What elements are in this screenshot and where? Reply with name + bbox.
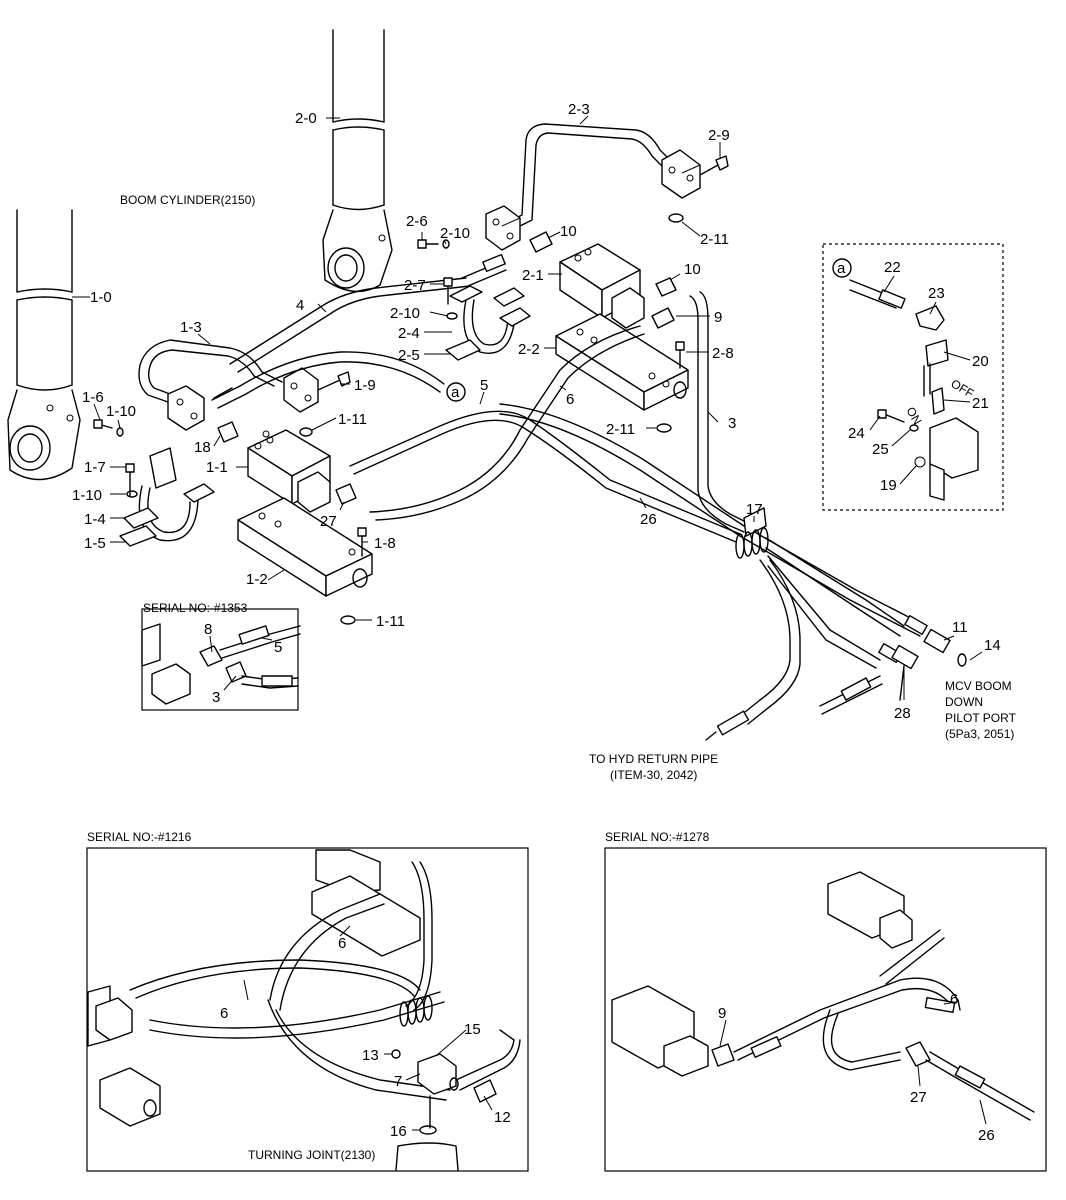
mcv-label-4: (5Pa3, 2051) [945,727,1014,741]
serial-1216-inset [86,847,529,1172]
part-1-9: 1-9 [354,377,376,394]
part-18: 18 [194,439,211,456]
inset-1216-part-16: 16 [390,1123,407,1140]
inset-1353-part-8: 8 [204,621,212,638]
part-2-2: 2-2 [518,341,540,358]
part-11: 11 [952,619,968,636]
valve-2-1 [555,243,689,411]
pipe-1-3 [138,339,351,431]
part-24: 24 [848,425,865,442]
part-1-0: 1-0 [90,289,112,306]
serial-1278-title: SERIAL NO:-#1278 [605,830,710,844]
part-9: 9 [714,309,722,326]
inset-1278-part-6: 6 [950,991,958,1008]
part-2-1: 2-1 [522,267,544,284]
part-28: 28 [894,705,911,722]
part-1-5: 1-5 [84,535,106,552]
text-labels: BOOM CYLINDER(2150) TO HYD RETURN PIPE (… [72,101,1017,1162]
part-21: 21 [972,395,989,412]
return-pipe-label: TO HYD RETURN PIPE [589,752,718,766]
fittings [217,213,684,505]
mcv-label-1: MCV BOOM [945,679,1012,693]
pipe-4 [229,253,507,373]
hose-5-6-26 [349,291,967,741]
boom-cylinder-right [322,29,393,293]
part-2-0: 2-0 [295,110,317,127]
inset-1216-part-6-a: 6 [338,935,346,952]
part-27: 27 [320,513,337,530]
turning-joint-label: TURNING JOINT(2130) [248,1148,375,1162]
serial-1353-inset [141,608,301,711]
return-pipe-item-label: (ITEM-30, 2042) [610,768,697,782]
mcv-label-3: PILOT PORT [945,711,1017,725]
detail-a-box: OFF ON a [822,243,1004,511]
part-26: 26 [640,511,657,528]
part-1-8: 1-8 [374,535,396,552]
inset-1278-part-27: 27 [910,1089,927,1106]
part-2-10-b: 2-10 [390,305,420,322]
part-1-7: 1-7 [84,459,106,476]
part-19: 19 [880,477,897,494]
part-1-11-a: 1-11 [338,411,367,428]
serial-1216-title: SERIAL NO:-#1216 [87,830,192,844]
clamp-1-4 [93,419,215,547]
serial-1353-title: SERIAL NO:-#1353 [143,601,248,615]
serial-1278-inset [604,847,1047,1172]
leader-lines [72,115,987,1131]
inset-1216-part-12: 12 [494,1109,511,1126]
part-2-11-a: 2-11 [700,231,729,248]
boom-cylinder-label: BOOM CYLINDER(2150) [120,193,255,207]
inset-1278-part-9: 9 [718,1005,726,1022]
part-1-6: 1-6 [82,389,104,406]
part-6: 6 [566,391,574,408]
part-2-3: 2-3 [568,101,590,118]
part-14: 14 [984,637,1001,654]
part-1-2: 1-2 [246,571,268,588]
part-2-7: 2-7 [404,277,426,294]
part-2-9: 2-9 [708,127,730,144]
part-2-11-b: 2-11 [606,421,635,438]
part-5: 5 [480,377,488,394]
part-2-10-a: 2-10 [440,225,470,242]
part-1-10-a: 1-10 [106,403,136,420]
part-1-1: 1-1 [206,459,228,476]
inset-1216-part-13: 13 [362,1047,379,1064]
part-10-b: 10 [684,261,701,278]
part-1-4: 1-4 [84,511,106,528]
inset-1353-part-5: 5 [274,639,282,656]
part-17: 17 [746,501,763,518]
valve-on-label: ON [903,405,924,428]
part-2-8: 2-8 [712,345,734,362]
part-23: 23 [928,285,945,302]
part-2-4: 2-4 [398,325,420,342]
clamp-2-4 [445,285,531,361]
part-2-6: 2-6 [406,213,428,230]
inset-1216-part-6-b: 6 [220,1005,228,1022]
mcv-label-2: DOWN [945,695,983,709]
part-25: 25 [872,441,889,458]
valve-1-1 [237,429,373,625]
pipe-2-3 [485,123,729,251]
inset-1216-part-15: 15 [464,1021,481,1038]
part-22: 22 [884,259,901,276]
boom-cylinder-left [7,209,81,481]
detail-a-reference: a [451,384,460,401]
part-10-a: 10 [560,223,577,240]
part-2-5: 2-5 [398,347,420,364]
part-1-11-b: 1-11 [376,613,405,630]
part-3: 3 [728,415,736,432]
inset-1353-part-3: 3 [212,689,220,706]
part-20: 20 [972,353,989,370]
detail-a-marker: a [837,260,846,277]
part-1-10-b: 1-10 [72,487,102,504]
inset-1278-part-26: 26 [978,1127,995,1144]
inset-1216-part-7: 7 [394,1073,402,1090]
part-1-3: 1-3 [180,319,202,336]
part-4: 4 [296,297,304,314]
hose-to-detail-a [211,351,445,409]
